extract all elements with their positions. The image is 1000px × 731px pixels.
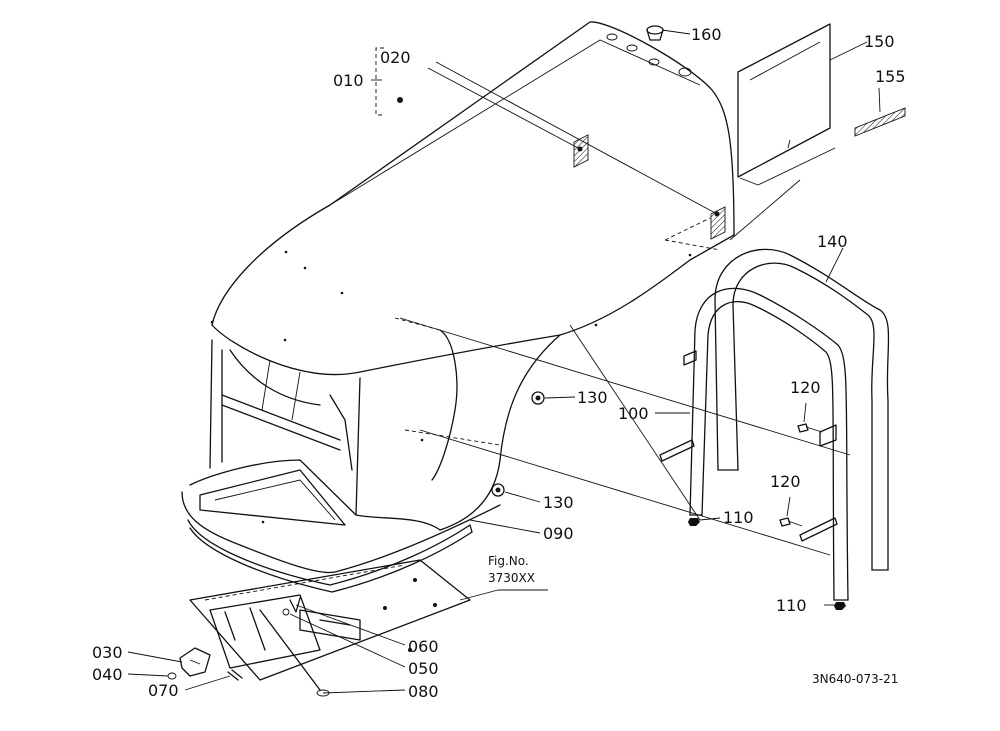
label-150: 150 xyxy=(864,32,895,51)
leader-lines xyxy=(127,29,881,694)
label-010: 010 xyxy=(333,71,364,90)
knob-160 xyxy=(646,25,664,41)
label-060: 060 xyxy=(408,637,439,656)
label-080: 080 xyxy=(408,682,439,701)
bolts xyxy=(491,391,846,610)
label-030: 030 xyxy=(92,643,123,662)
label-160: 160 xyxy=(691,25,722,44)
label-050: 050 xyxy=(408,659,439,678)
label-155: 155 xyxy=(875,67,906,86)
roll-bar-100 xyxy=(659,287,849,601)
strip-155 xyxy=(854,107,906,137)
latch-assembly xyxy=(167,559,471,697)
label-100: 100 xyxy=(618,404,649,423)
label-140: 140 xyxy=(817,232,848,251)
figref-line2: 3730XX xyxy=(488,571,535,585)
side-panel-150 xyxy=(737,23,836,186)
bracket-010 xyxy=(375,47,384,116)
drawing-code: 3N640-073-21 xyxy=(812,672,898,686)
label-020: 020 xyxy=(380,48,411,67)
label-110b: 110 xyxy=(776,596,807,615)
hood xyxy=(181,21,735,593)
label-110a: 110 xyxy=(723,508,754,527)
figref-line1: Fig.No. xyxy=(488,554,529,568)
label-120b: 120 xyxy=(770,472,801,491)
label-130a: 130 xyxy=(577,388,608,407)
label-040: 040 xyxy=(92,665,123,684)
label-130b: 130 xyxy=(543,493,574,512)
label-070: 070 xyxy=(148,681,179,700)
roll-bar-140 xyxy=(714,248,890,571)
label-120a: 120 xyxy=(790,378,821,397)
label-090: 090 xyxy=(543,524,574,543)
